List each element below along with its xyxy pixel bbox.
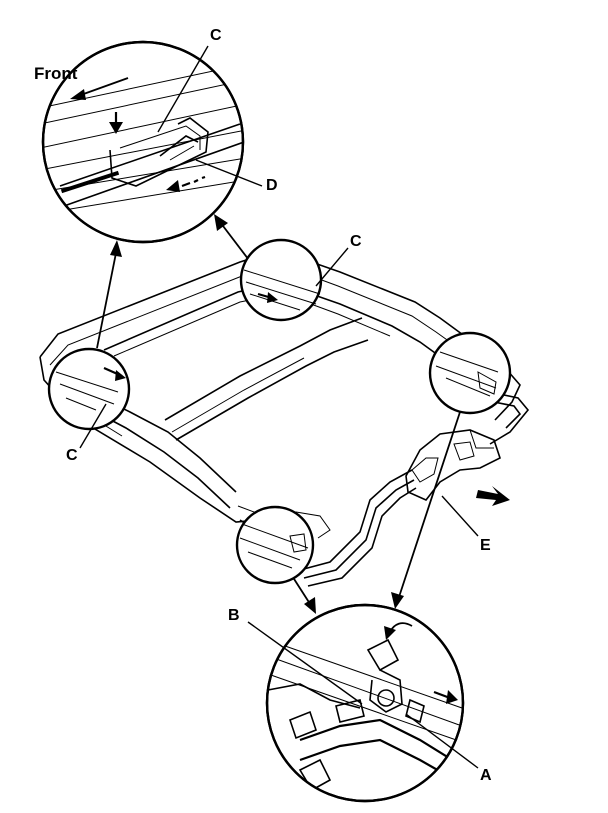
label-b: B	[228, 607, 240, 624]
label-a: A	[480, 767, 492, 784]
front-label: Front	[34, 64, 78, 83]
inset-circle-top	[41, 40, 245, 244]
label-d: D	[266, 177, 278, 194]
inset-circle-bottom	[265, 603, 465, 803]
detail-circle-left	[47, 347, 131, 431]
label-e: E	[480, 537, 491, 554]
label-c-frame-top: C	[350, 233, 362, 250]
detail-circle-right	[428, 331, 512, 415]
detail-circle-bottom	[235, 505, 315, 585]
label-c-frame-left: C	[66, 447, 78, 464]
detail-circle-top	[239, 238, 323, 322]
direction-arrow-icon	[476, 486, 510, 506]
label-pointers	[79, 45, 479, 769]
label-c-top-inset: C	[210, 27, 222, 44]
